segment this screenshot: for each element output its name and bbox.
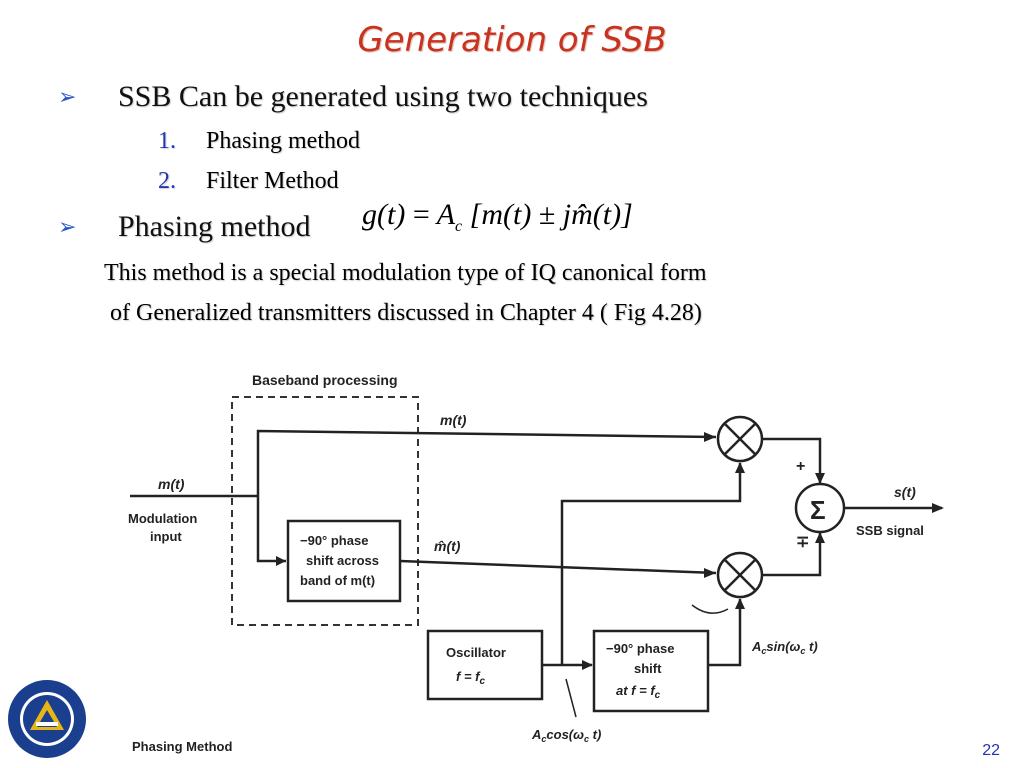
list-number: 1. xyxy=(158,128,176,154)
upper-m-label: m(t) xyxy=(440,412,467,428)
carrier-shift-label-1: −90° phase xyxy=(606,641,674,656)
slide-title: Generation of SSB xyxy=(357,20,667,60)
phasing-method-diagram: Baseband processing m(t) Modulation inpu… xyxy=(128,372,944,754)
list-text: Phasing method xyxy=(206,128,360,154)
mhat-label: m̂(t) xyxy=(434,538,461,554)
sin-to-lower-line xyxy=(708,599,742,667)
arrow-icon xyxy=(815,532,825,543)
diagram-caption: Phasing Method xyxy=(132,739,232,754)
list-item: 2. Filter Method xyxy=(158,168,339,195)
bullet-techniques-text: SSB Can be generated using two technique… xyxy=(118,80,648,113)
ssb-formula: g(t) = Ac [m(t) ± jm̂(t)] xyxy=(362,198,633,236)
phase-arc xyxy=(691,604,729,614)
list-number: 2. xyxy=(158,168,176,194)
carrier-shift-label-2: shift xyxy=(634,661,662,676)
upper-multiplier xyxy=(716,415,764,463)
formula-rhs: [m(t) ± jm̂(t)] xyxy=(469,198,633,231)
baseband-box xyxy=(231,396,419,626)
arrow-icon xyxy=(704,568,716,578)
formula-lhs: g(t) xyxy=(362,198,406,231)
input-label-2: input xyxy=(150,529,182,544)
minus-plus-label: ∓ xyxy=(796,534,809,551)
oscillator-box xyxy=(426,629,544,701)
arrow-icon xyxy=(582,660,593,670)
sin-label: Acsin(ωc t) xyxy=(751,639,818,656)
arrow-icon xyxy=(735,462,745,473)
lower-multiplier xyxy=(716,551,764,599)
bullet-arrow-icon: ➢ xyxy=(58,214,77,240)
formula-equals: = xyxy=(412,198,430,231)
oscillator-freq: f = fc xyxy=(456,669,485,687)
input-label-1: Modulation xyxy=(128,511,197,526)
description-line-2: of Generalized transmitters discussed in… xyxy=(110,300,702,326)
arrow-icon xyxy=(932,503,944,513)
summer: Σ xyxy=(794,482,846,534)
formula-amplitude-sub: c xyxy=(455,218,463,235)
bullet-phasing-text: Phasing method xyxy=(118,210,311,243)
hilbert-label-1: −90° phase xyxy=(300,533,368,548)
upper-branch-line xyxy=(256,429,717,496)
lower-branch-line xyxy=(256,496,286,563)
output-s-label: s(t) xyxy=(894,484,916,500)
plus-label: + xyxy=(796,458,805,475)
university-logo xyxy=(8,680,86,758)
bullet-arrow-icon: ➢ xyxy=(58,84,77,110)
arrow-icon xyxy=(815,473,825,484)
baseband-label: Baseband processing xyxy=(252,372,398,388)
hilbert-label-3: band of m(t) xyxy=(300,573,375,588)
arrow-icon xyxy=(276,556,286,566)
arrow-icon xyxy=(704,432,716,442)
cos-to-upper-line xyxy=(560,463,742,665)
lower-to-sum-line xyxy=(762,533,822,577)
list-text: Filter Method xyxy=(206,168,339,194)
ssb-signal-label: SSB signal xyxy=(856,523,924,538)
input-m-label: m(t) xyxy=(158,476,185,492)
mhat-line xyxy=(399,559,717,575)
carrier-shift-box xyxy=(592,629,710,713)
description-line-1: This method is a special modulation type… xyxy=(104,260,707,286)
list-item: 1. Phasing method xyxy=(158,128,360,155)
bullet-phasing: ➢ Phasing method xyxy=(58,210,311,244)
oscillator-label: Oscillator xyxy=(446,645,506,660)
hilbert-label-2: shift across xyxy=(306,553,379,568)
carrier-shift-label-3: at f = fc xyxy=(616,683,661,701)
formula-amplitude: A xyxy=(436,198,456,231)
cos-pointer xyxy=(565,678,577,718)
arrow-icon xyxy=(735,598,745,609)
cos-label: Accos(ωc t) xyxy=(531,727,601,744)
page-number: 22 xyxy=(982,742,1000,759)
sigma-icon: Σ xyxy=(810,495,826,525)
upper-to-sum-line xyxy=(762,437,822,483)
bullet-techniques: ➢ SSB Can be generated using two techniq… xyxy=(58,80,648,114)
